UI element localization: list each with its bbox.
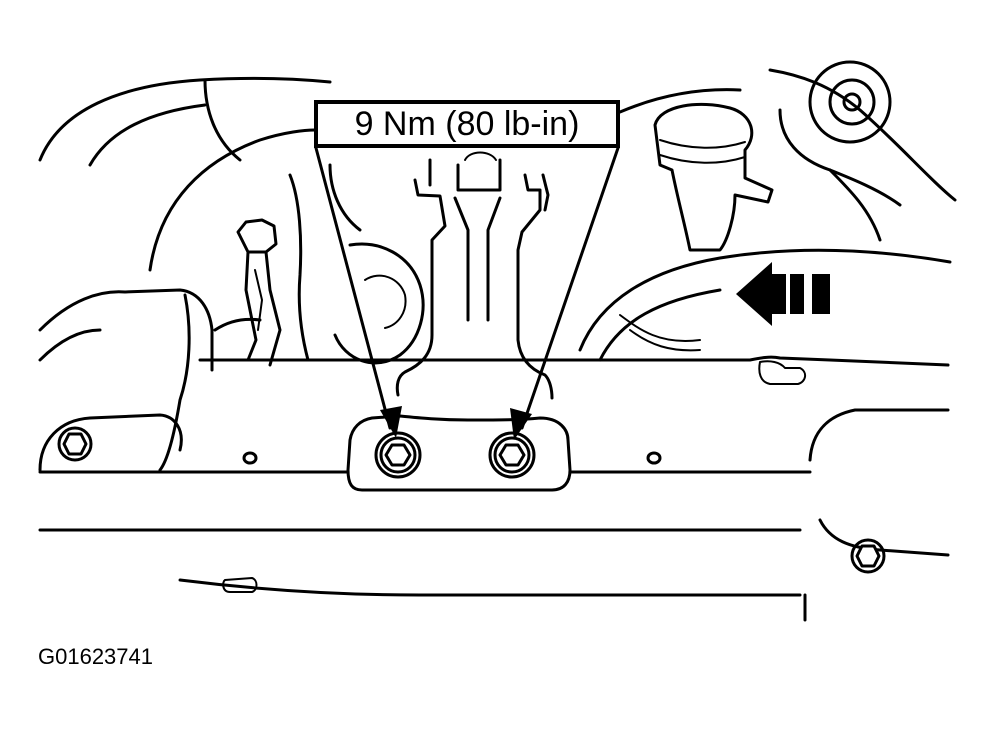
bracket-bolts — [374, 431, 536, 479]
leader-arrowhead-right — [510, 408, 532, 440]
engine-background — [38, 60, 957, 362]
frame-rail — [38, 355, 950, 622]
side-nuts — [57, 426, 886, 574]
arrow-left-icon — [736, 262, 830, 326]
figure-id-label: G01623741 — [38, 644, 153, 669]
left-components — [38, 163, 425, 472]
torque-spec-callout: 9 Nm (80 lb-in) — [314, 100, 620, 148]
callout-leaders — [314, 146, 620, 440]
leader-arrowhead-left — [380, 406, 402, 438]
